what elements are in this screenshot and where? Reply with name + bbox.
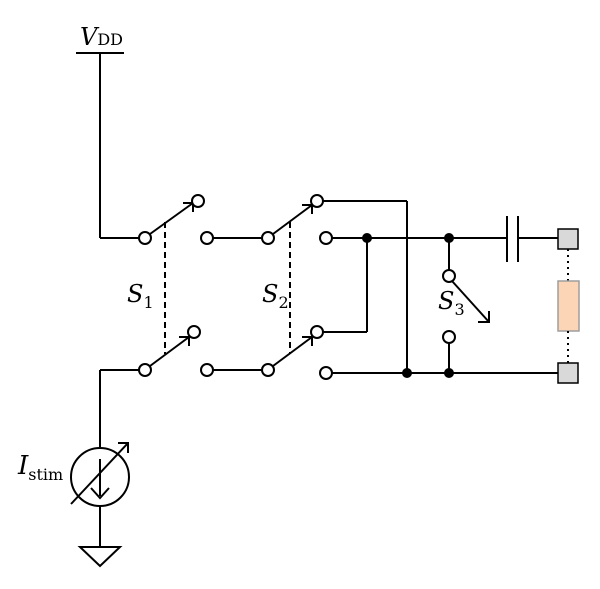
electrode-load [557, 228, 580, 384]
s1-bottom-switch [138, 325, 214, 377]
junction-dot [444, 233, 454, 243]
s2-label: S2 [262, 280, 289, 312]
tissue-resistor [557, 280, 580, 332]
s1-label-sub: 1 [143, 293, 153, 312]
current-source [70, 442, 130, 547]
s1-label-main: S [127, 280, 143, 308]
s3-switch [442, 238, 490, 373]
top-wires [213, 200, 558, 373]
s3-label: S3 [438, 287, 465, 319]
vdd-label-main: V [80, 23, 100, 51]
s1-top-switch [138, 194, 214, 245]
s2-label-sub: 2 [278, 293, 288, 312]
gang-links [164, 222, 291, 354]
electrode-terminal-top [557, 228, 579, 250]
junction-dot [444, 368, 454, 378]
bottom-wires [99, 369, 558, 447]
istim-label-main: I [17, 451, 29, 481]
s1-label: S1 [127, 280, 154, 312]
electrode-terminal-bottom [557, 362, 579, 384]
s3-label-main: S [438, 287, 454, 315]
s3-label-sub: 3 [454, 300, 464, 319]
istim-label: Istim [17, 451, 63, 484]
vdd-label-sub: DD [97, 30, 123, 49]
istim-label-sub: stim [28, 465, 63, 484]
ground-symbol [77, 546, 123, 568]
junction-dots [362, 233, 454, 378]
junction-dot [402, 368, 412, 378]
vdd-supply [76, 52, 140, 239]
junction-dot [362, 233, 372, 243]
vdd-label: VDD [80, 23, 123, 51]
s2-label-main: S [262, 280, 278, 308]
s2-top-switch [261, 194, 333, 245]
s2-bottom-switch [261, 325, 333, 380]
